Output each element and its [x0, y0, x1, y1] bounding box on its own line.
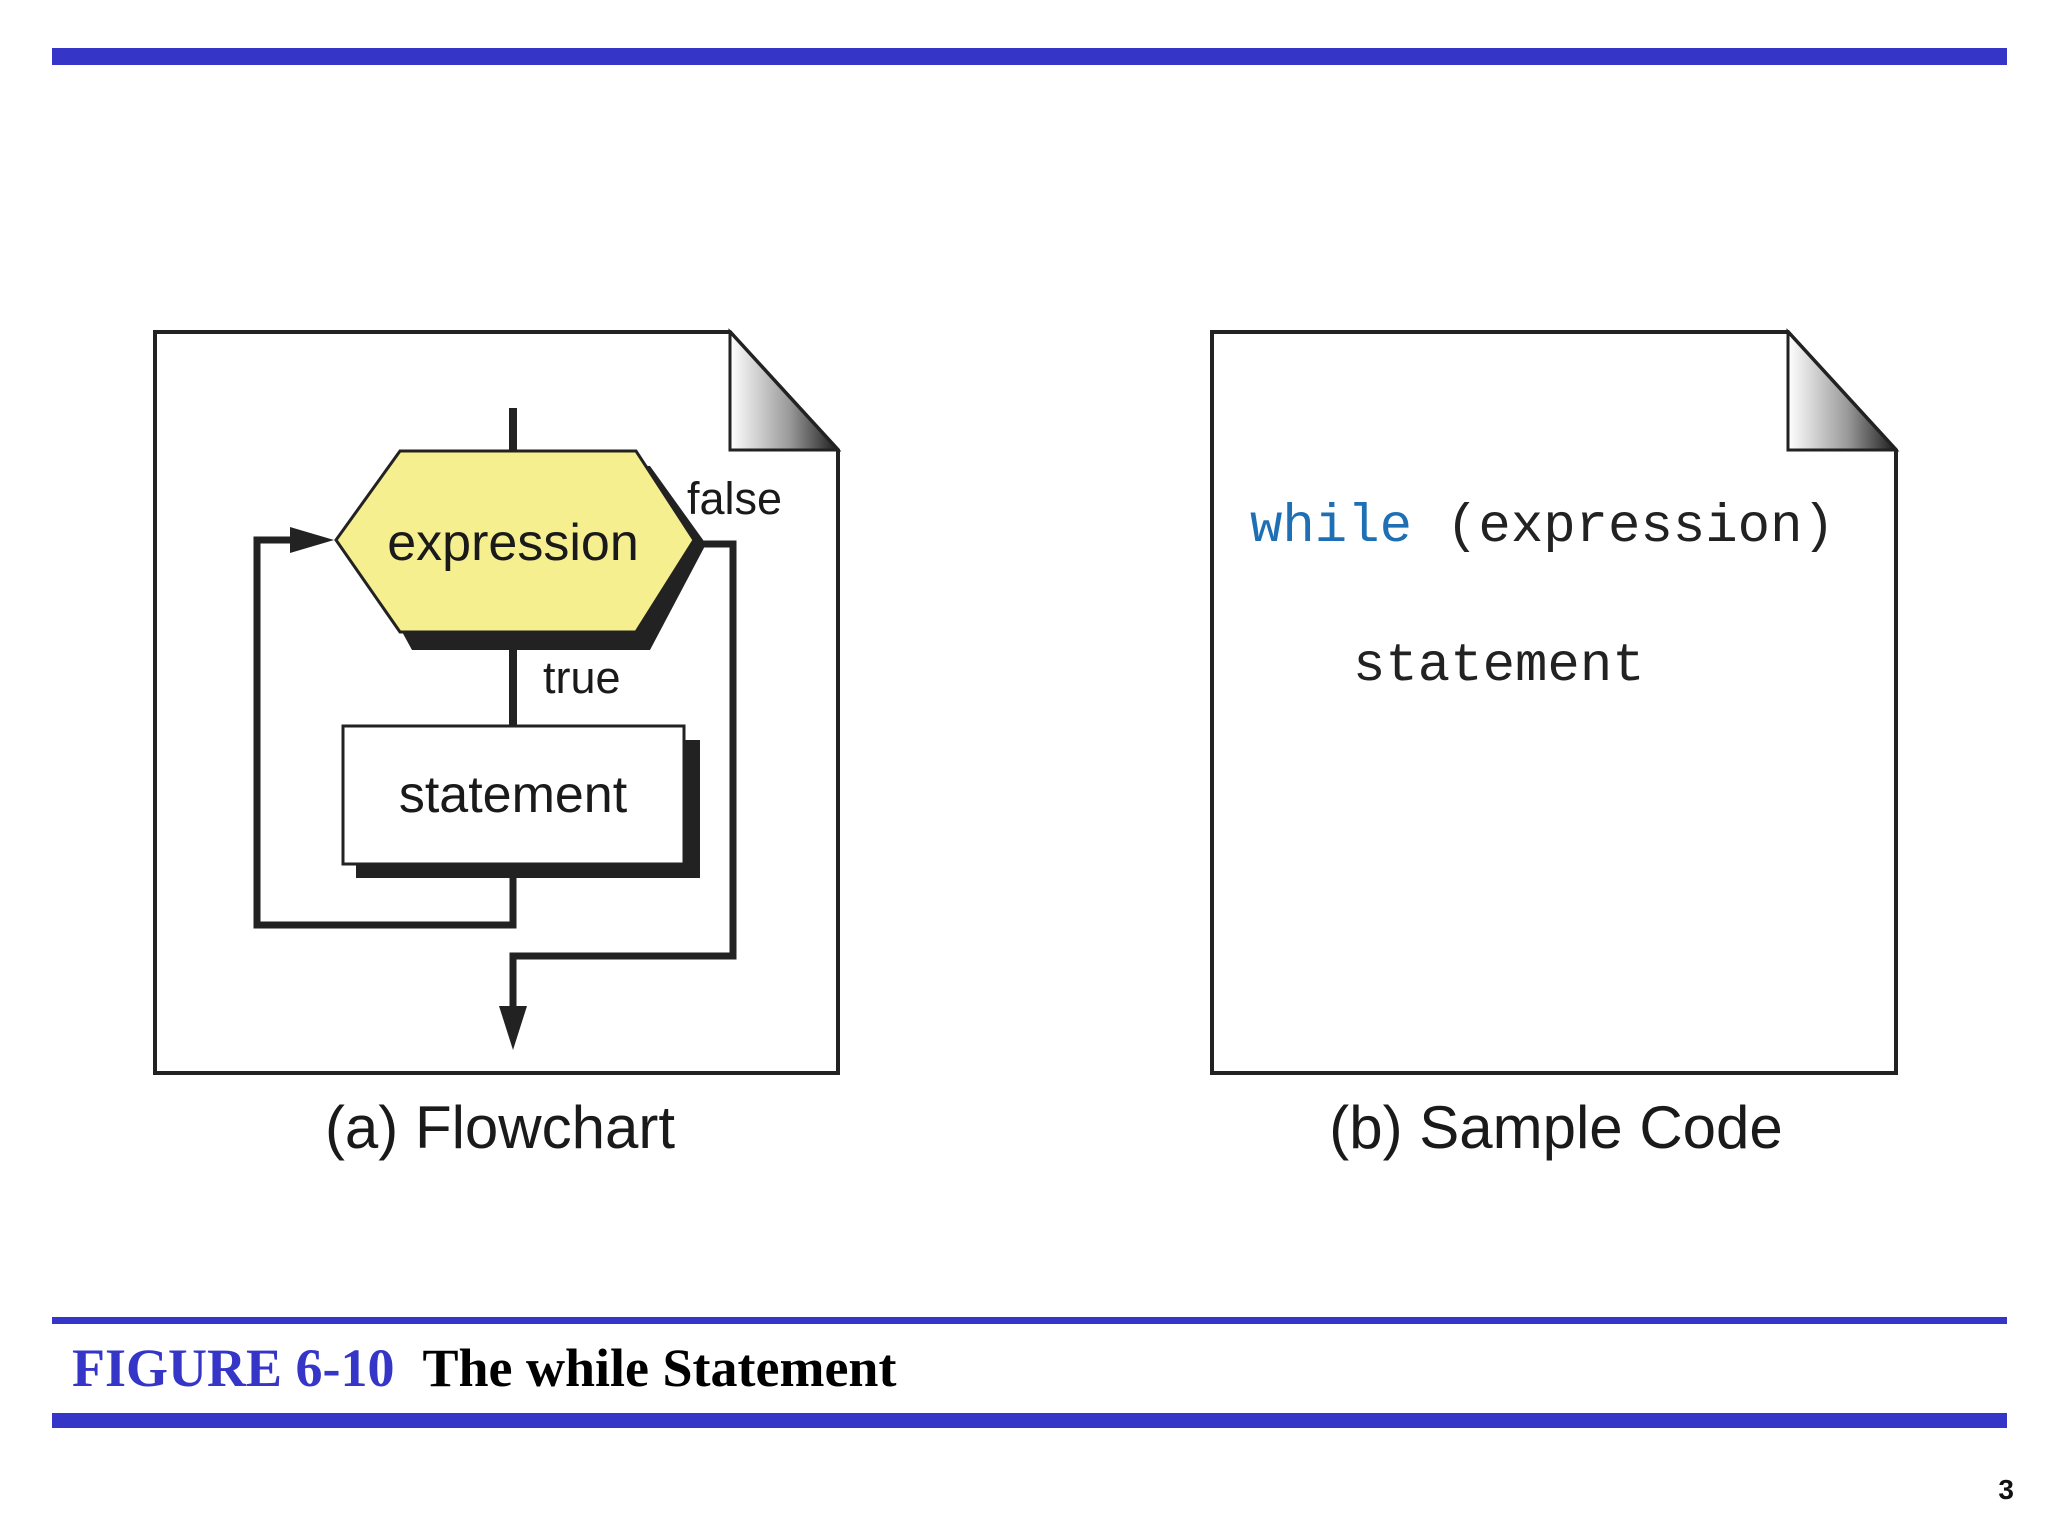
caption-bottom-rule: [52, 1413, 2007, 1428]
code-page-outline: [1210, 330, 1898, 1075]
figure-title: The while Statement: [422, 1338, 897, 1398]
flowchart-caption: (a) Flowchart: [325, 1094, 675, 1161]
code-line-statement: statement: [1353, 636, 1645, 697]
false-exit-line: [509, 540, 737, 1010]
statement-box: [341, 724, 686, 866]
sample-code-caption: (b) Sample Code: [1329, 1094, 1783, 1161]
code-keyword-while: while: [1250, 497, 1412, 558]
decision-label: expression: [387, 514, 638, 572]
exit-arrow-head: [499, 1006, 527, 1050]
decision-hexagon: [334, 449, 696, 634]
sample-code-panel: while (expression) statement (b) Sample C…: [1210, 328, 1900, 1161]
top-rule: [52, 48, 2007, 65]
flowchart-panel: expression false true statement (a) Flow…: [153, 328, 842, 1161]
loop-arrow-head: [290, 527, 334, 553]
loop-back-line: [253, 536, 517, 929]
statement-label: statement: [399, 766, 628, 824]
flowchart-page-fold: [728, 328, 842, 452]
figure-number: FIGURE 6-10: [72, 1338, 395, 1398]
figure-caption: FIGURE 6-10 The while Statement: [72, 1333, 896, 1403]
code-condition: (expression): [1446, 497, 1835, 558]
page-number: 3: [1998, 1474, 2014, 1505]
true-label: true: [543, 652, 621, 703]
code-line-while: while (expression): [1250, 497, 1835, 558]
code-page-fold: [1786, 328, 1900, 452]
false-label: false: [687, 473, 782, 524]
caption-top-rule: [52, 1317, 2007, 1324]
